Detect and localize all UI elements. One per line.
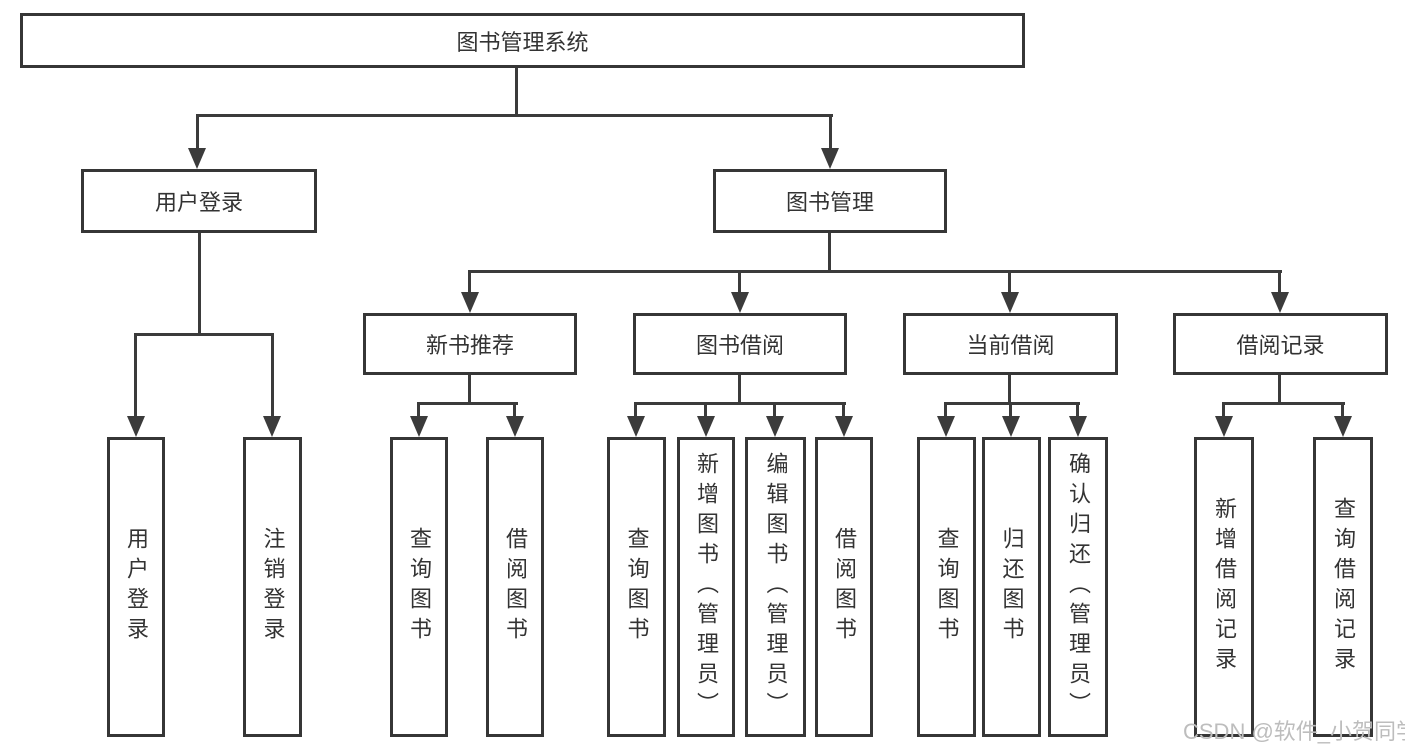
arrow-down-icon (1215, 416, 1233, 437)
leaf-label: 归还图书 (999, 527, 1025, 647)
connector-to-leaf (1341, 402, 1344, 418)
connector-to-leaf (513, 402, 516, 418)
connector-recommend-rail (417, 402, 518, 405)
arrow-down-icon (835, 416, 853, 437)
connector-to-leaf (842, 402, 845, 418)
connector-to-level3 (1278, 270, 1281, 294)
leaf-label: 注销登录 (260, 527, 286, 647)
connector-to-leaf (417, 402, 420, 418)
connector-records-stem (1278, 375, 1281, 405)
node-new-book-recommend: 新书推荐 (363, 313, 577, 375)
connector-to-leaf (1222, 402, 1225, 418)
leaf-query-borrow-record: 查询借阅记录 (1313, 437, 1373, 737)
connector-root-stem (515, 67, 518, 117)
node-root: 图书管理系统 (20, 13, 1025, 68)
leaf-return-book: 归还图书 (982, 437, 1041, 737)
node-label: 当前借阅 (966, 333, 1055, 358)
node-book-management: 图书管理 (713, 169, 947, 233)
connector-to-leaf (1076, 402, 1079, 418)
node-book-borrow: 图书借阅 (633, 313, 847, 375)
connector-to-leaf (704, 402, 707, 418)
connector-recommend-stem (468, 375, 471, 405)
connector-current-rail (944, 402, 1080, 405)
arrow-down-icon (937, 416, 955, 437)
leaf-label: 查询借阅记录 (1331, 497, 1356, 677)
arrow-down-icon (461, 292, 479, 313)
leaf-label: 新增借阅记录 (1212, 497, 1237, 677)
leaf-borrow-books-recommend: 借阅图书 (486, 437, 544, 737)
node-root-label: 图书管理系统 (456, 29, 589, 55)
leaf-label: 新增图书（管理员） (694, 452, 719, 722)
arrow-down-icon (1069, 416, 1087, 437)
node-label: 借阅记录 (1236, 333, 1325, 358)
connector-to-leaf (134, 333, 137, 418)
leaf-label: 查询图书 (407, 527, 432, 647)
node-borrow-records: 借阅记录 (1173, 313, 1388, 375)
connector-records-rail (1222, 402, 1345, 405)
connector-to-leaf (1009, 402, 1012, 418)
connector-to-level3 (468, 270, 471, 294)
arrow-down-icon (127, 416, 145, 437)
arrow-down-icon (506, 416, 524, 437)
leaf-label: 编辑图书（管理员） (763, 452, 789, 722)
arrow-down-icon (1001, 292, 1019, 313)
connector-to-leaf (944, 402, 947, 418)
leaf-label: 确认归还（管理员） (1066, 452, 1091, 722)
arrow-down-icon (1271, 292, 1289, 313)
connector-to-user-login (196, 114, 199, 150)
arrow-down-icon (410, 416, 428, 437)
node-label: 图书管理 (785, 190, 874, 215)
arrow-down-icon (188, 148, 206, 169)
connector-mgmt-stem (828, 233, 831, 273)
connector-to-leaf (271, 333, 274, 418)
connector-to-level3 (738, 270, 741, 294)
arrow-down-icon (697, 416, 715, 437)
arrow-down-icon (821, 148, 839, 169)
leaf-query-books-borrow: 查询图书 (607, 437, 666, 737)
connector-login-rail (134, 333, 274, 336)
leaf-label: 查询图书 (934, 527, 960, 647)
arrow-down-icon (1002, 416, 1020, 437)
leaf-query-books-current: 查询图书 (917, 437, 976, 737)
arrow-down-icon (766, 416, 784, 437)
leaf-query-books-recommend: 查询图书 (390, 437, 448, 737)
leaf-logout: 注销登录 (243, 437, 302, 737)
leaf-borrow-books-2: 借阅图书 (815, 437, 873, 737)
connector-login-stem (198, 233, 201, 335)
connector-borrow-rail (634, 402, 846, 405)
leaf-label: 用户登录 (124, 527, 149, 647)
leaf-user-login: 用户登录 (107, 437, 165, 737)
leaf-label: 查询图书 (624, 527, 650, 647)
leaf-edit-book-admin: 编辑图书（管理员） (745, 437, 806, 737)
leaf-add-book-admin: 新增图书（管理员） (677, 437, 735, 737)
arrow-down-icon (627, 416, 645, 437)
connector-to-level3 (1008, 270, 1011, 294)
connector-current-stem (1008, 375, 1011, 405)
arrow-down-icon (263, 416, 281, 437)
connector-to-book-management (829, 114, 832, 150)
leaf-label: 借阅图书 (503, 527, 528, 647)
connector-root-rail (196, 114, 833, 117)
connector-to-leaf (773, 402, 776, 418)
leaf-label: 借阅图书 (832, 527, 857, 647)
node-user-login: 用户登录 (81, 169, 317, 233)
csdn-watermark: CSDN @软件_小贺同学 (1183, 719, 1405, 744)
arrow-down-icon (1334, 416, 1352, 437)
connector-to-leaf (634, 402, 637, 418)
connector-borrow-stem (738, 375, 741, 405)
node-label: 图书借阅 (695, 333, 784, 358)
arrow-down-icon (731, 292, 749, 313)
connector-mgmt-rail (468, 270, 1282, 273)
node-current-borrow: 当前借阅 (903, 313, 1118, 375)
leaf-add-borrow-record: 新增借阅记录 (1194, 437, 1254, 737)
leaf-confirm-return-admin: 确认归还（管理员） (1048, 437, 1108, 737)
node-label: 用户登录 (154, 190, 243, 215)
node-label: 新书推荐 (425, 333, 514, 358)
